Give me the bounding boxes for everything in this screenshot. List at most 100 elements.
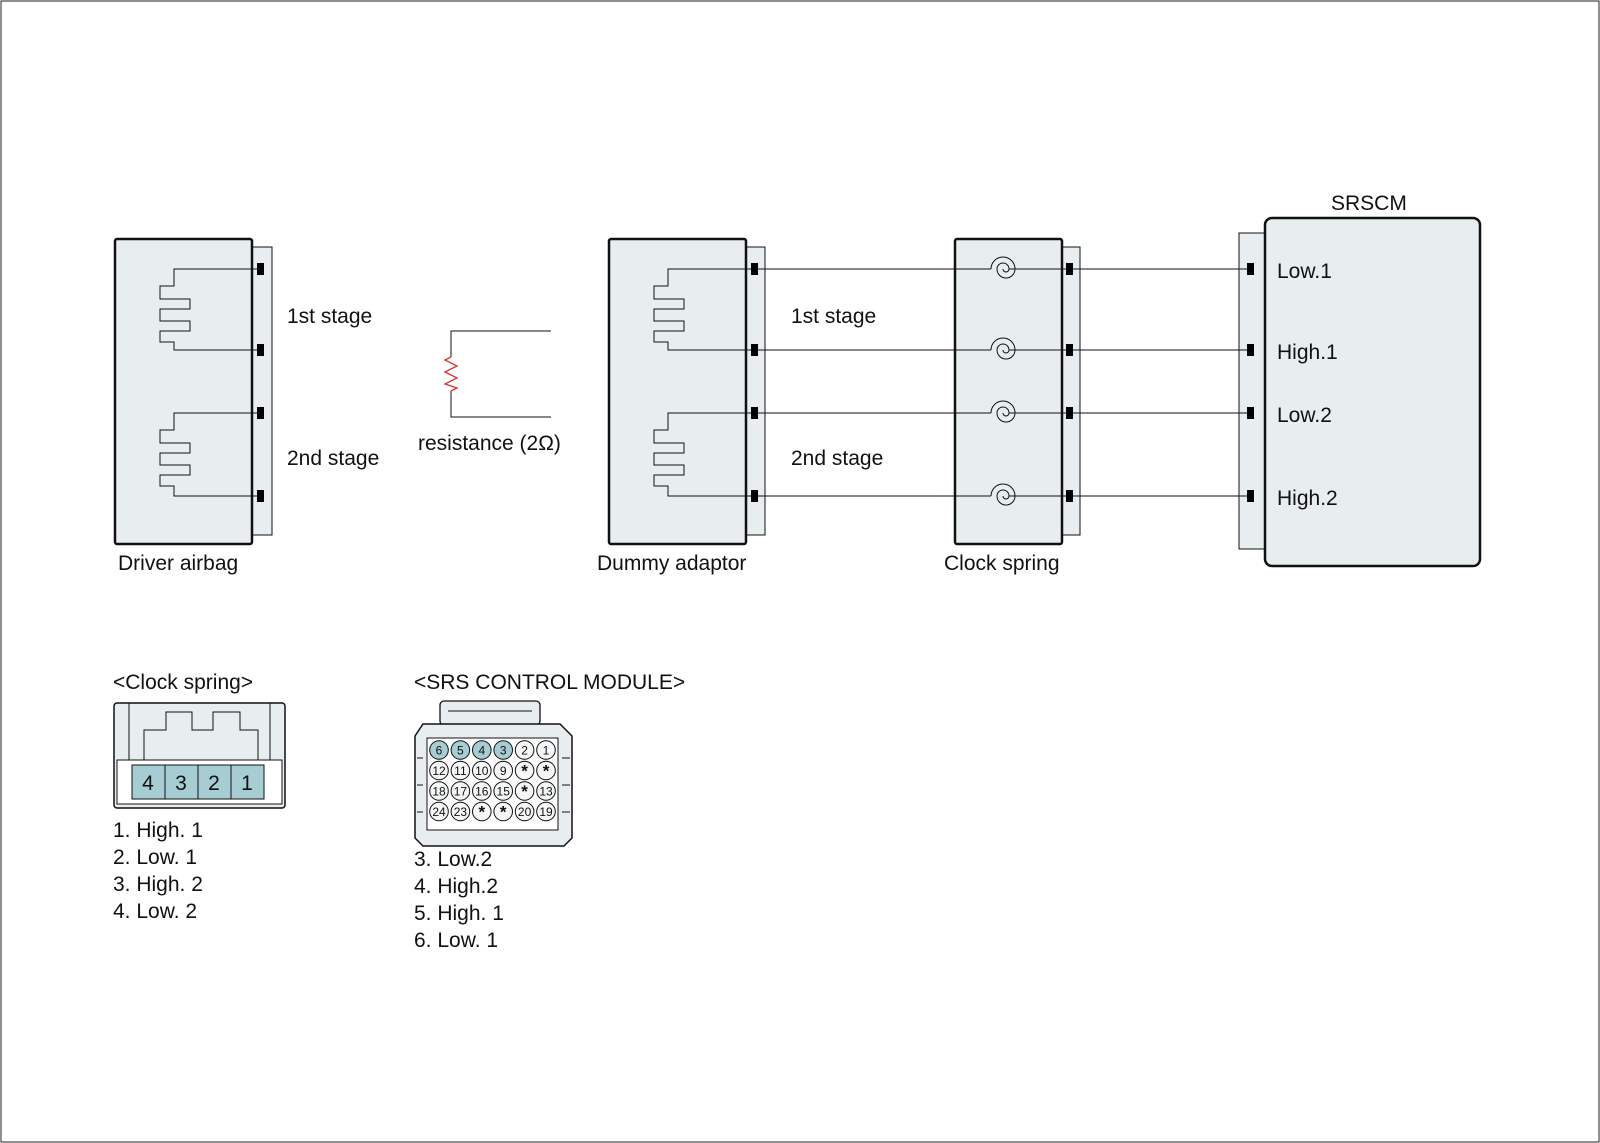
- srs-cavity-4-2: [450, 801, 471, 822]
- resistor-label: resistance (2Ω): [418, 432, 561, 455]
- driver-airbag: 1st stage 2nd stage Driver airbag: [113, 237, 379, 575]
- clock-spring-legend-3: 3. High. 2: [113, 873, 203, 896]
- srs-cavity-1-6: [536, 740, 556, 760]
- srs-cavity-1-2: [450, 740, 471, 760]
- srs-cavity-label: 11: [454, 764, 467, 778]
- clock-spring-connector-title: <Clock spring>: [113, 671, 253, 694]
- srs-cavity-label: 10: [475, 764, 489, 778]
- srscm-title: SRSCM: [1331, 192, 1407, 215]
- srs-cavity-label: *: [521, 762, 528, 781]
- resistor: resistance (2Ω): [418, 330, 561, 455]
- srs-cavity-3-4: [493, 781, 514, 801]
- clock-spring-body: [953, 237, 1064, 546]
- srs-legend-4: 6. Low. 1: [414, 929, 498, 952]
- clock-spring-pin-3-cell: [164, 764, 199, 800]
- srs-cavity-label: 13: [539, 785, 553, 799]
- srs-cavity-label: *: [478, 803, 485, 822]
- srs-cavity-1-5: [514, 740, 535, 760]
- srs-cavity-label: 20: [518, 805, 532, 819]
- dummy-adaptor-stage2-squib: [653, 412, 755, 497]
- driver-airbag-stage2-squib: [159, 412, 262, 497]
- srscm-pin-low2: Low.2: [1277, 404, 1332, 427]
- clock-spring-pin-1-cell: [230, 764, 265, 800]
- driver-airbag-stage1-label: 1st stage: [287, 305, 372, 328]
- srs-cavity-4-4: [493, 801, 514, 822]
- srs-cavity-label: 5: [457, 744, 464, 758]
- dummy-adaptor-body: [607, 237, 748, 546]
- srs-cavity-label: 17: [454, 785, 468, 799]
- srs-cavity-1-4: [493, 740, 514, 760]
- driver-airbag-stage2-label: 2nd stage: [287, 447, 379, 470]
- srs-cavity-3-5: [514, 781, 535, 801]
- srs-cavity-label: 2: [521, 744, 528, 758]
- srs-cavity-label: 1: [543, 744, 550, 758]
- srscm: SRSCM Low.1 High.1 Low.2 High.2: [1238, 192, 1482, 568]
- dummy-adaptor-label: Dummy adaptor: [597, 552, 746, 575]
- srs-cavity-label: 19: [539, 805, 553, 819]
- clock-spring-coil-1: [990, 256, 1016, 279]
- srs-cavity-label: 4: [478, 744, 485, 758]
- clock-spring-pin-3: 3: [175, 772, 187, 795]
- driver-airbag-terminal-3: [257, 407, 264, 419]
- resistor-lead: [450, 330, 551, 418]
- srs-cavity-4-1: [429, 801, 449, 822]
- clock-spring-coil-3: [990, 400, 1016, 423]
- dummy-adaptor: 1st stage 2nd stage Dummy adaptor: [597, 237, 883, 575]
- driver-airbag-label: Driver airbag: [118, 552, 238, 575]
- srs-cavity-label: 12: [432, 764, 446, 778]
- dummy-adaptor-terminals: [751, 263, 758, 502]
- srs-cavity-1-3: [472, 740, 492, 760]
- srs-cavity-4-3: [472, 801, 492, 822]
- clock-spring-legend-2: 2. Low. 1: [113, 846, 197, 869]
- clock-spring-legend-1: 1. High. 1: [113, 819, 203, 842]
- srs-legend-2: 4. High.2: [414, 875, 498, 898]
- srs-cavity-label: 18: [432, 785, 446, 799]
- srscm-terminals: [1247, 263, 1254, 502]
- srs-cavity-2-3: [472, 760, 492, 781]
- srs-legend-1: 3. Low.2: [414, 848, 492, 871]
- clock-spring-pin-1: 1: [241, 772, 253, 795]
- srs-cavity-label: 9: [500, 764, 507, 778]
- srs-legend-3: 5. High. 1: [414, 902, 504, 925]
- clock-spring-label: Clock spring: [944, 552, 1060, 575]
- srs-cavity-1-1: [429, 740, 449, 760]
- srs-cavity-2-5: [514, 760, 535, 781]
- srscm-body: [1263, 216, 1482, 568]
- srs-cavity-3-1: [429, 781, 449, 801]
- srscm-pin-low1: Low.1: [1277, 260, 1332, 283]
- srs-cavity-2-4: [493, 760, 514, 781]
- srscm-pin-high1: High.1: [1277, 341, 1338, 364]
- resistor-zigzag: [443, 356, 459, 392]
- srs-cavity-4-5: [514, 801, 535, 822]
- dummy-adaptor-stage1-squib: [653, 268, 755, 351]
- srs-cavity-label: 3: [500, 744, 507, 758]
- srs-connector-title: <SRS CONTROL MODULE>: [414, 671, 685, 694]
- driver-airbag-stage1-squib: [159, 268, 262, 351]
- dummy-adaptor-stage1-label: 1st stage: [791, 305, 876, 328]
- srs-cavity-3-6: [536, 781, 556, 801]
- clock-spring-pin-2-cell: [197, 764, 232, 800]
- srs-cavity-label: *: [500, 803, 507, 822]
- srs-connector-cavity-grid: [426, 737, 559, 831]
- srs-cavity-label: 23: [454, 805, 468, 819]
- srs-cavity-2-1: [429, 760, 449, 781]
- srs-cavity-label: 16: [475, 785, 489, 799]
- srs-cavity-label: 6: [436, 744, 443, 758]
- srs-cavity-3-2: [450, 781, 471, 801]
- srs-cavity-3-3: [472, 781, 492, 801]
- srs-cavity-label: *: [543, 762, 550, 781]
- clock-spring-coil-2: [990, 337, 1016, 360]
- srscm-pin-high2: High.2: [1277, 487, 1338, 510]
- srs-cavity-4-6: [536, 801, 556, 822]
- dummy-adaptor-stage2-label: 2nd stage: [791, 447, 883, 470]
- driver-airbag-body: [113, 237, 254, 546]
- srs-cavity-label: *: [521, 782, 528, 801]
- driver-airbag-terminal-4: [257, 490, 264, 502]
- clock-spring-coil-4: [990, 483, 1016, 506]
- srs-cavity-label: 24: [432, 805, 446, 819]
- clock-spring-legend-4: 4. Low. 2: [113, 900, 197, 923]
